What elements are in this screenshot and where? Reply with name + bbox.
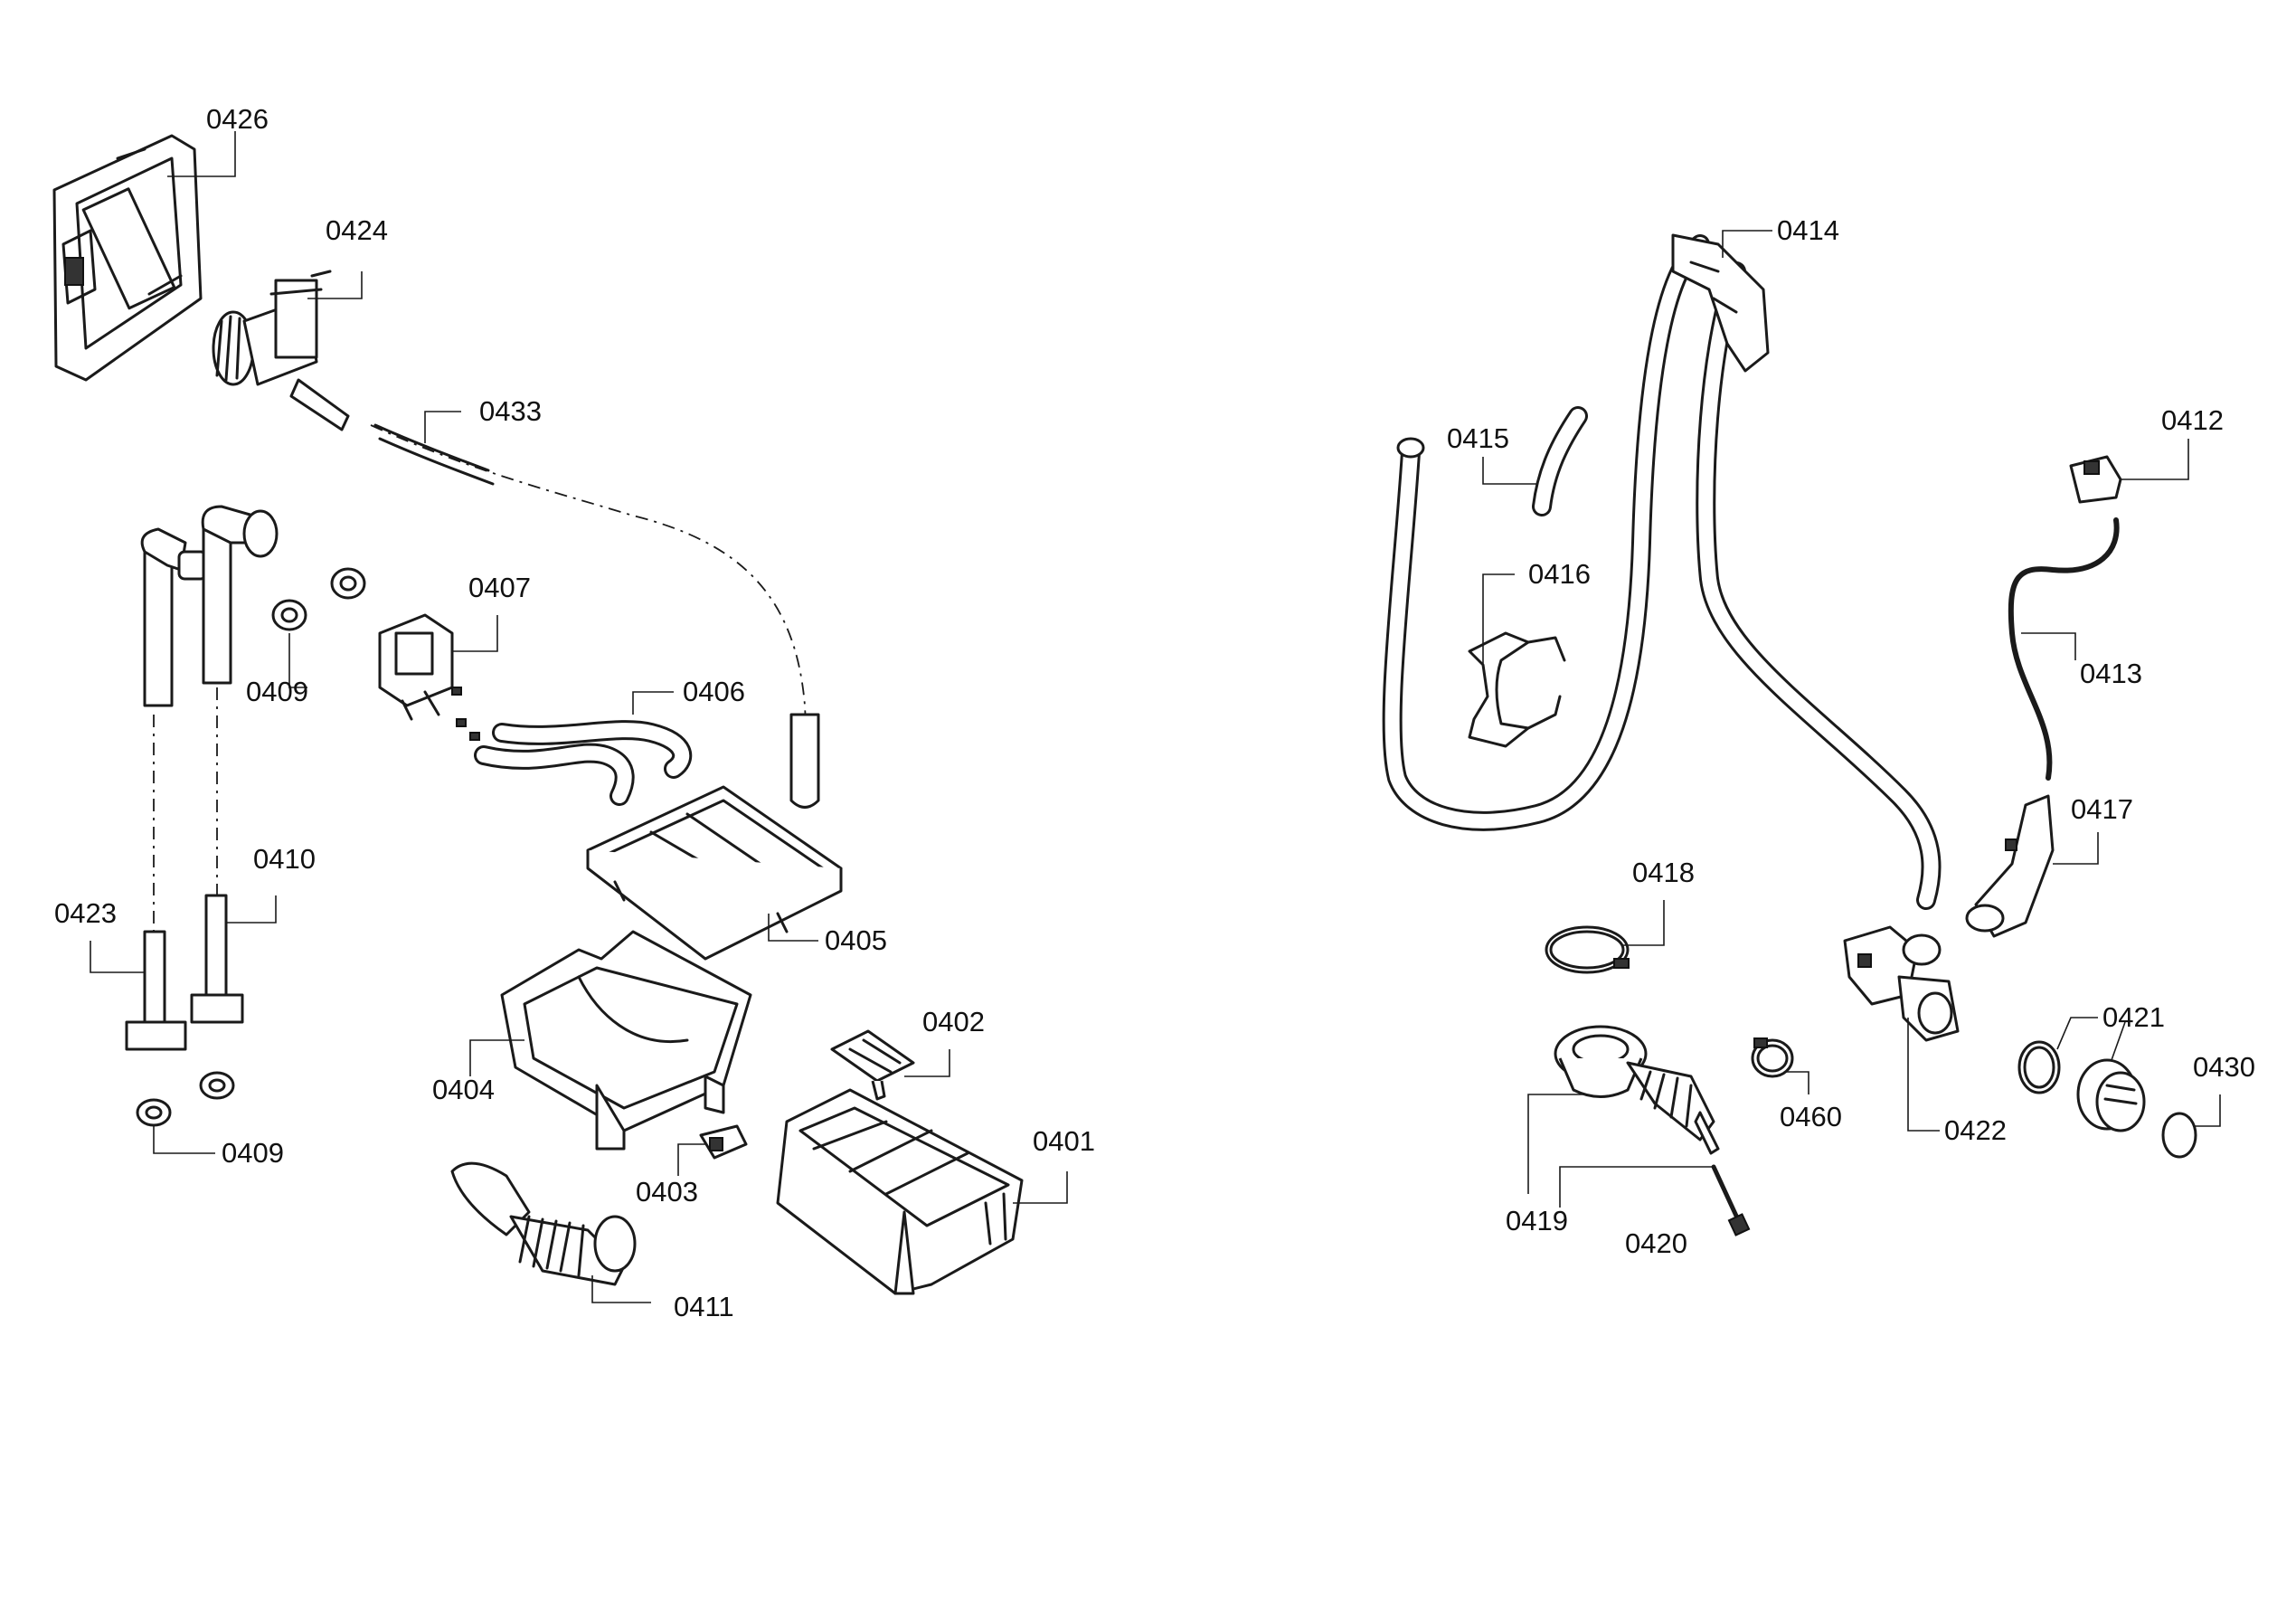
- label-0409b: 0409: [222, 1137, 284, 1169]
- part-0410-0423-pipes-bottom: [125, 894, 244, 1051]
- part-0407-valve: [378, 613, 480, 741]
- leader-0422: [1907, 1018, 1940, 1132]
- label-0405: 0405: [825, 924, 887, 956]
- leader-0406: [632, 691, 674, 715]
- leader-0410: [226, 895, 277, 924]
- part-0410-0423-elbows-top: [140, 505, 279, 707]
- part-0406-hoses: [474, 720, 693, 806]
- label-0410: 0410: [253, 843, 316, 875]
- part-0415-small-hose: [1532, 406, 1588, 516]
- leader-0409a: [288, 633, 307, 688]
- part-0416-y-clip: [1468, 631, 1566, 748]
- leader-0418: [1623, 900, 1665, 946]
- leader-0412: [2121, 439, 2189, 480]
- leader-0404: [469, 1039, 524, 1076]
- leader-0411: [591, 1275, 651, 1303]
- leader-0416: [1482, 573, 1515, 665]
- label-0423: 0423: [54, 897, 117, 929]
- part-0402-cover: [830, 1029, 915, 1101]
- part-0419-sump: [1554, 1025, 1720, 1155]
- label-0424: 0424: [326, 214, 388, 246]
- part-0412-pressure-switch: [2069, 455, 2122, 504]
- label-0433: 0433: [479, 395, 542, 427]
- label-0415: 0415: [1447, 422, 1509, 454]
- label-0419: 0419: [1506, 1205, 1568, 1236]
- label-0420: 0420: [1625, 1227, 1687, 1259]
- part-0424-inlet-valve: [212, 270, 350, 431]
- leader-0417: [2053, 832, 2099, 865]
- label-0418: 0418: [1632, 857, 1695, 888]
- label-0401: 0401: [1033, 1125, 1095, 1157]
- part-0420-screw: [1711, 1164, 1751, 1236]
- leader-0415: [1482, 457, 1537, 485]
- part-0414-drain-hose: [1382, 233, 1942, 910]
- leader-0421: [2056, 1017, 2098, 1050]
- part-0421-filter-cap: [2076, 1058, 2146, 1132]
- leader-0419: [1527, 1094, 1587, 1194]
- leader-0460: [1786, 1071, 1809, 1094]
- part-0430-seal: [2161, 1112, 2197, 1159]
- leader-0405: [768, 914, 818, 942]
- label-0430: 0430: [2193, 1051, 2255, 1083]
- part-0421-gasket: [2017, 1040, 2061, 1094]
- part-0403-clip: [699, 1124, 748, 1160]
- part-0433-hose-end: [373, 423, 495, 486]
- leader-0426: [167, 131, 236, 177]
- leader-0421b: [2111, 1021, 2126, 1061]
- leader-0403: [677, 1143, 705, 1176]
- leader-0409b: [153, 1126, 215, 1154]
- part-0401-dispenser-housing: [776, 1088, 1024, 1295]
- leader-0402: [904, 1049, 950, 1077]
- part-0409-washers-top: [271, 567, 366, 631]
- label-0406: 0406: [683, 676, 745, 707]
- part-0422-drain-pump: [1843, 925, 1960, 1042]
- part-0411-bellows-hose: [450, 1161, 637, 1286]
- part-0418-clamp: [1545, 925, 1630, 974]
- leader-0433: [424, 411, 461, 443]
- label-0407: 0407: [468, 572, 531, 603]
- part-0433-hose-tip: [789, 713, 820, 809]
- label-0412: 0412: [2161, 404, 2224, 436]
- label-0414: 0414: [1777, 214, 1839, 246]
- label-0421: 0421: [2102, 1001, 2165, 1033]
- leader-0401: [1013, 1171, 1068, 1204]
- part-0405-dispenser-lid: [586, 785, 843, 961]
- label-0413: 0413: [2080, 658, 2142, 689]
- leader-0407: [452, 615, 498, 652]
- leader-0413: [2021, 632, 2076, 660]
- leader-0424: [307, 271, 363, 299]
- label-0422: 0422: [1944, 1114, 2007, 1146]
- leader-0420: [1559, 1166, 1714, 1208]
- part-0417-air-trap: [1965, 794, 2055, 938]
- leader-0414: [1722, 230, 1772, 258]
- label-0426: 0426: [206, 103, 269, 135]
- part-0433-hose-path: [370, 424, 810, 797]
- part-0460-clamp: [1751, 1037, 1794, 1078]
- label-0403: 0403: [636, 1176, 698, 1208]
- part-0413-tube: [2008, 517, 2120, 781]
- label-0402: 0402: [922, 1006, 985, 1037]
- part-0409-washers-bottom: [136, 1071, 235, 1127]
- label-0416: 0416: [1528, 558, 1591, 590]
- label-0409a: 0409: [246, 676, 308, 707]
- leader-0423: [90, 941, 145, 973]
- label-0460: 0460: [1780, 1101, 1842, 1132]
- part-0404-dispenser-drawer: [500, 930, 752, 1151]
- label-0404: 0404: [432, 1074, 495, 1105]
- leader-0430: [2193, 1094, 2221, 1127]
- label-0417: 0417: [2071, 793, 2133, 825]
- part-0426-bracket: [52, 134, 203, 382]
- label-0411: 0411: [674, 1291, 734, 1322]
